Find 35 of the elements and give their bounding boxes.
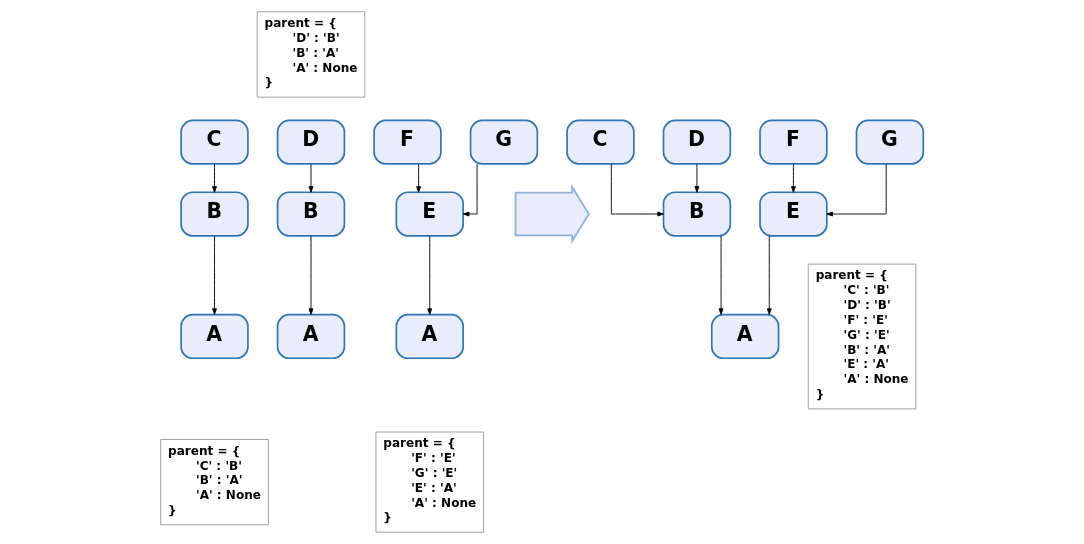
node-box: E bbox=[759, 191, 828, 237]
node-box: B bbox=[662, 191, 732, 237]
arrow bbox=[718, 235, 724, 315]
arrow bbox=[462, 163, 478, 217]
arrow bbox=[308, 163, 314, 193]
arrow bbox=[826, 163, 887, 217]
node-box: C bbox=[566, 119, 635, 165]
node-box: F bbox=[759, 119, 828, 165]
arrow bbox=[791, 163, 796, 193]
node-box: parent = { 'C' : 'B' 'B' : 'A' 'A' : None } bbox=[160, 439, 269, 526]
node-arrow bbox=[514, 183, 590, 245]
node-box: D bbox=[662, 119, 732, 165]
arrow bbox=[416, 163, 422, 193]
node-box: parent = { 'C' : 'B' 'D' : 'B' 'F' : 'E' 'G' : 'E' 'B' : 'A' 'E' : 'A' 'A' : None } bbox=[807, 263, 917, 410]
node-box: C bbox=[180, 119, 249, 165]
arrow bbox=[212, 235, 217, 315]
node-box: parent = { 'D' : 'B' 'B' : 'A' 'A' : None } bbox=[256, 11, 366, 98]
node-box: B bbox=[276, 191, 346, 237]
arrow bbox=[766, 235, 772, 315]
arrow bbox=[427, 235, 433, 315]
node-box: A bbox=[710, 313, 780, 360]
node-box: A bbox=[276, 313, 346, 360]
node-box: G bbox=[469, 119, 539, 165]
node-box: A bbox=[395, 313, 464, 360]
arrow bbox=[610, 163, 664, 217]
arrow bbox=[694, 163, 700, 193]
node-box: F bbox=[373, 119, 442, 165]
node-box: parent = { 'F' : 'E' 'G' : 'E' 'E' : 'A' 'A' : None } bbox=[375, 431, 484, 533]
node-box: D bbox=[276, 119, 346, 165]
node-box: G bbox=[855, 119, 925, 165]
arrow bbox=[212, 163, 217, 193]
node-box: E bbox=[395, 191, 464, 237]
arrow bbox=[308, 235, 314, 315]
node-box: A bbox=[180, 313, 249, 360]
node-box: B bbox=[180, 191, 249, 237]
